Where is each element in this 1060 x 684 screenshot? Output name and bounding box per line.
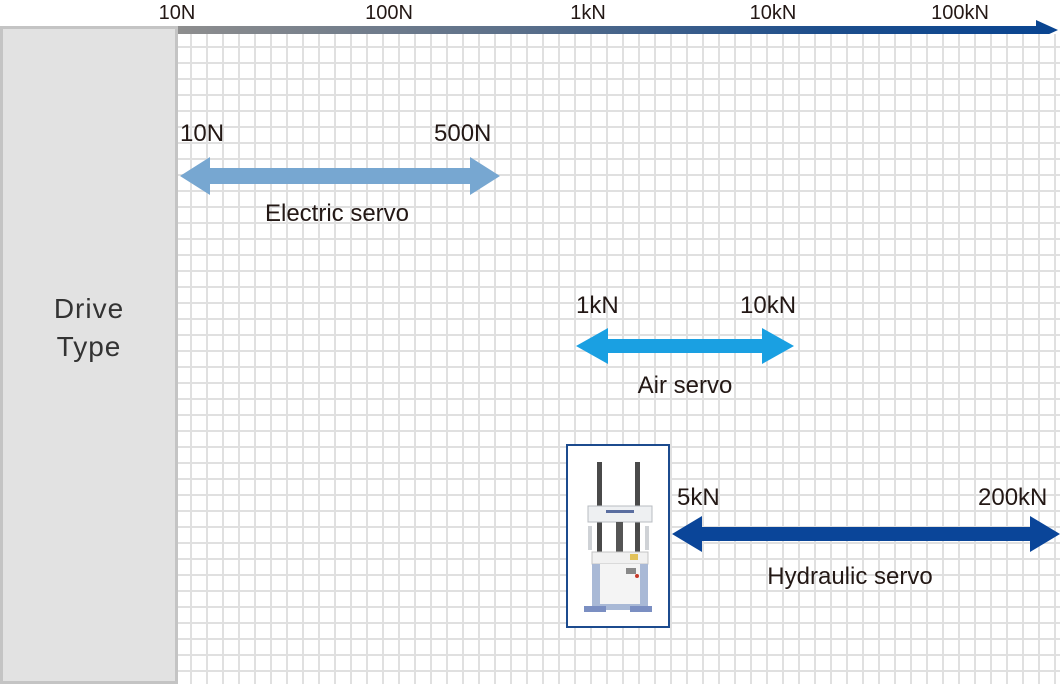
electric-servo-range-arrow [180,157,500,195]
electric-servo-min-label: 10N [180,120,225,147]
axis-tick-label: 100kN [931,2,989,24]
force-axis-bar [176,26,1042,34]
drive-type-title: Drive Type [0,290,178,366]
drive-type-title-line2: Type [56,331,122,362]
axis-tick-label: 10N [158,2,196,24]
double-arrow-icon [576,328,794,364]
electric-servo-label: Electric servo [264,200,410,227]
hydraulic-testing-machine-icon [584,462,653,612]
axis-tick-label: 10kN [749,2,797,24]
double-arrow-icon [180,157,500,195]
electric-servo-max-label: 500N [434,120,492,147]
air-servo-range-arrow [576,328,794,364]
air-servo-label: Air servo [637,372,733,399]
drive-type-panel [0,26,178,684]
double-arrow-icon [672,516,1060,552]
axis-tick-label: 1kN [570,2,606,24]
hydraulic-servo-max-label: 200kN [978,484,1048,511]
hydraulic-servo-label: Hydraulic servo [767,563,933,590]
drive-type-title-line1: Drive [53,293,125,324]
hydraulic-servo-min-label: 5kN [677,484,720,511]
hydraulic-servo-range-arrow [672,516,1060,552]
machine-image-frame [566,444,670,628]
air-servo-max-label: 10kN [740,292,797,319]
axis-tick-label: 100N [365,2,413,24]
air-servo-min-label: 1kN [576,292,619,319]
